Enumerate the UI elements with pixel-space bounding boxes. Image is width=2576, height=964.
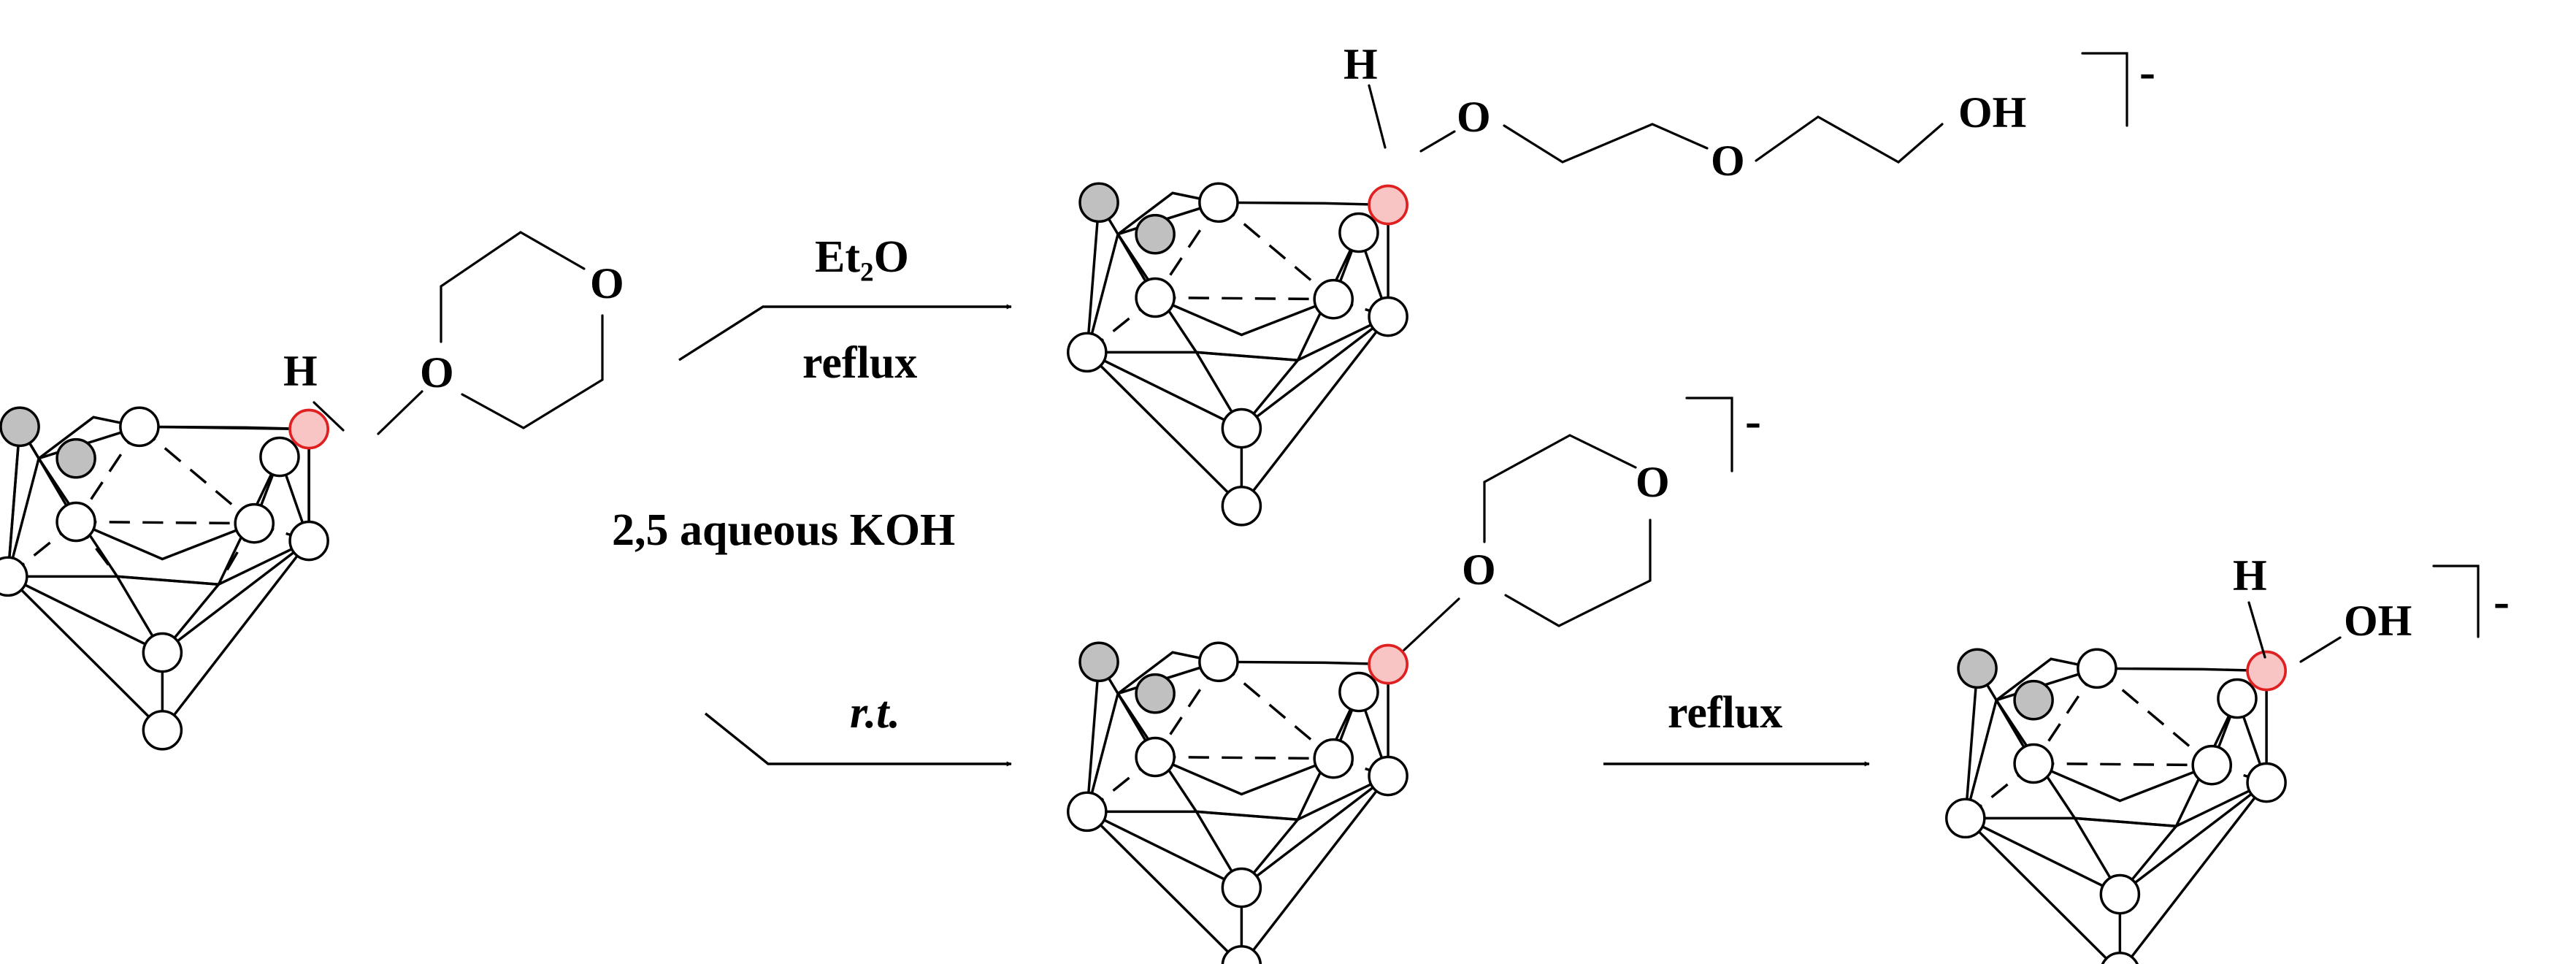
boron-atom — [1067, 791, 1108, 833]
oxygen-label: O — [1457, 93, 1491, 141]
boron-atom — [234, 502, 275, 544]
boron-atom — [1221, 945, 1262, 964]
lower-reaction-arrow: r.t. — [704, 688, 1012, 767]
boron-atom — [119, 406, 160, 448]
boron-atom — [2246, 762, 2287, 803]
upper-reaction-arrow: Et₂O reflux — [678, 232, 1012, 388]
charge-label: - — [1745, 394, 1761, 448]
carborane-cage-start — [0, 406, 329, 751]
boron-atom — [1135, 736, 1176, 778]
carbon-atom — [55, 437, 96, 479]
boron-atom — [1221, 408, 1262, 449]
boron-atom — [1221, 486, 1262, 527]
carbon-atom — [2013, 679, 2054, 721]
boron-atom — [0, 556, 28, 597]
substituted-boron-atom — [2246, 650, 2287, 692]
boron-atom — [1313, 738, 1354, 779]
carbon-atom — [0, 406, 40, 448]
lower-product: H OH - — [1945, 551, 2510, 964]
second-step-arrow: reflux — [1603, 688, 1870, 767]
lower-intermediate: O O - — [1067, 394, 1761, 964]
carbon-atom — [1135, 673, 1176, 714]
boron-atom — [1067, 332, 1108, 373]
boron-atom — [2013, 743, 2054, 784]
boron-atom — [1198, 182, 1239, 223]
boron-atom — [259, 436, 300, 478]
cage-atoms — [1067, 182, 1408, 527]
oxygen-label: O — [1462, 546, 1496, 594]
oxygen-label: O — [420, 348, 454, 397]
oxygen-label: O — [1711, 137, 1745, 185]
carbon-atom — [1078, 182, 1119, 223]
carborane-cage-final — [1945, 648, 2287, 964]
boron-atom — [1313, 278, 1354, 320]
boron-atom — [1338, 212, 1379, 253]
shared-condition-label: 2,5 aqueous KOH — [612, 505, 955, 555]
hydrogen-label: H — [283, 347, 318, 395]
starting-material: H O O — [0, 231, 624, 751]
cage-atoms — [0, 406, 329, 751]
cage-atoms — [1067, 641, 1408, 964]
carbon-atom — [1135, 213, 1176, 255]
boron-atom — [2191, 744, 2233, 786]
boron-atom — [55, 501, 96, 543]
oxygen-label: O — [590, 259, 624, 307]
carbon-atom — [1078, 641, 1119, 683]
boron-atom — [1368, 296, 1408, 337]
boron-atom — [1945, 797, 1986, 839]
boron-atom — [142, 710, 183, 751]
substituted-boron-atom — [1368, 184, 1408, 226]
carborane-cage-intermediate — [1067, 641, 1408, 964]
charge-label: - — [2139, 45, 2155, 99]
substituted-boron-atom — [288, 408, 329, 450]
boron-atom — [1221, 867, 1262, 908]
boron-atom — [1198, 641, 1239, 683]
hydrogen-label: H — [2233, 551, 2267, 600]
boron-atom — [288, 520, 329, 562]
upper-reflux-label: reflux — [802, 338, 917, 388]
boron-atom — [2077, 648, 2117, 689]
boron-atom — [2099, 873, 2141, 915]
boron-atom — [1338, 671, 1379, 713]
hydroxyl-label: OH — [2344, 597, 2412, 645]
carbon-atom — [1957, 648, 1998, 689]
et2o-condition-label: Et₂O — [815, 232, 909, 282]
boron-atom — [1135, 277, 1176, 318]
charge-label: - — [2493, 575, 2510, 628]
hydroxyl-label: OH — [1958, 88, 2026, 137]
lower-reflux-label: reflux — [1668, 688, 1782, 738]
boron-atom — [142, 632, 183, 673]
boron-atom — [2217, 678, 2258, 719]
oxygen-label: O — [1636, 458, 1670, 506]
rt-condition-label: r.t. — [850, 688, 900, 738]
upper-product: H O O OH - — [1067, 40, 2155, 527]
carborane-cage-upper — [1067, 182, 1408, 527]
boron-atom — [2101, 952, 2139, 964]
hydrogen-label: H — [1343, 40, 1378, 88]
boron-atom — [1368, 755, 1408, 797]
substituted-boron-atom — [1368, 643, 1408, 685]
cage-atoms — [1945, 648, 2287, 964]
